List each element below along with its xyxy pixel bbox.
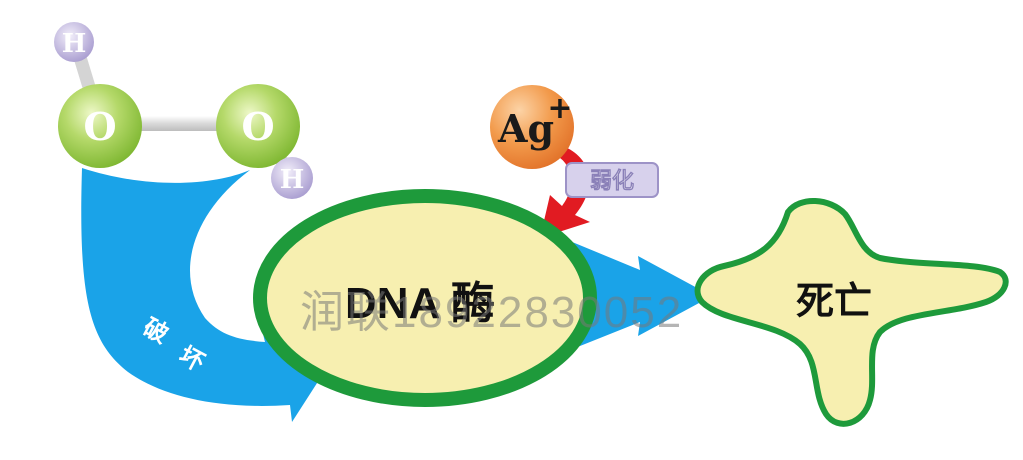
oxygen-atom-left [58, 84, 142, 168]
hydrogen-label-top: H [62, 29, 87, 59]
bond-o-o [130, 116, 226, 131]
oxygen-label-right: O [241, 104, 274, 149]
silver-ion-symbol: Ag [497, 106, 554, 151]
dna-enzyme [253, 189, 597, 407]
hydrogen-atom-top [54, 22, 94, 62]
hydrogen-atom-right [271, 157, 313, 199]
destroy-arrow [81, 168, 346, 422]
silver-ion [490, 85, 574, 169]
oxygen-atom-right [216, 84, 300, 168]
death-label: 死亡 [796, 279, 872, 323]
oxygen-label-left: O [83, 104, 116, 149]
watermark: 润联18922830052 [300, 288, 684, 337]
dna-enzyme-label: DNA 酶 [345, 279, 495, 328]
silver-ion-charge: + [547, 91, 572, 126]
weaken-label: 弱化 [590, 168, 634, 194]
dead-cell [694, 197, 1009, 427]
weaken-label-box [565, 162, 659, 198]
hydrogen-label-right: H [280, 165, 305, 195]
